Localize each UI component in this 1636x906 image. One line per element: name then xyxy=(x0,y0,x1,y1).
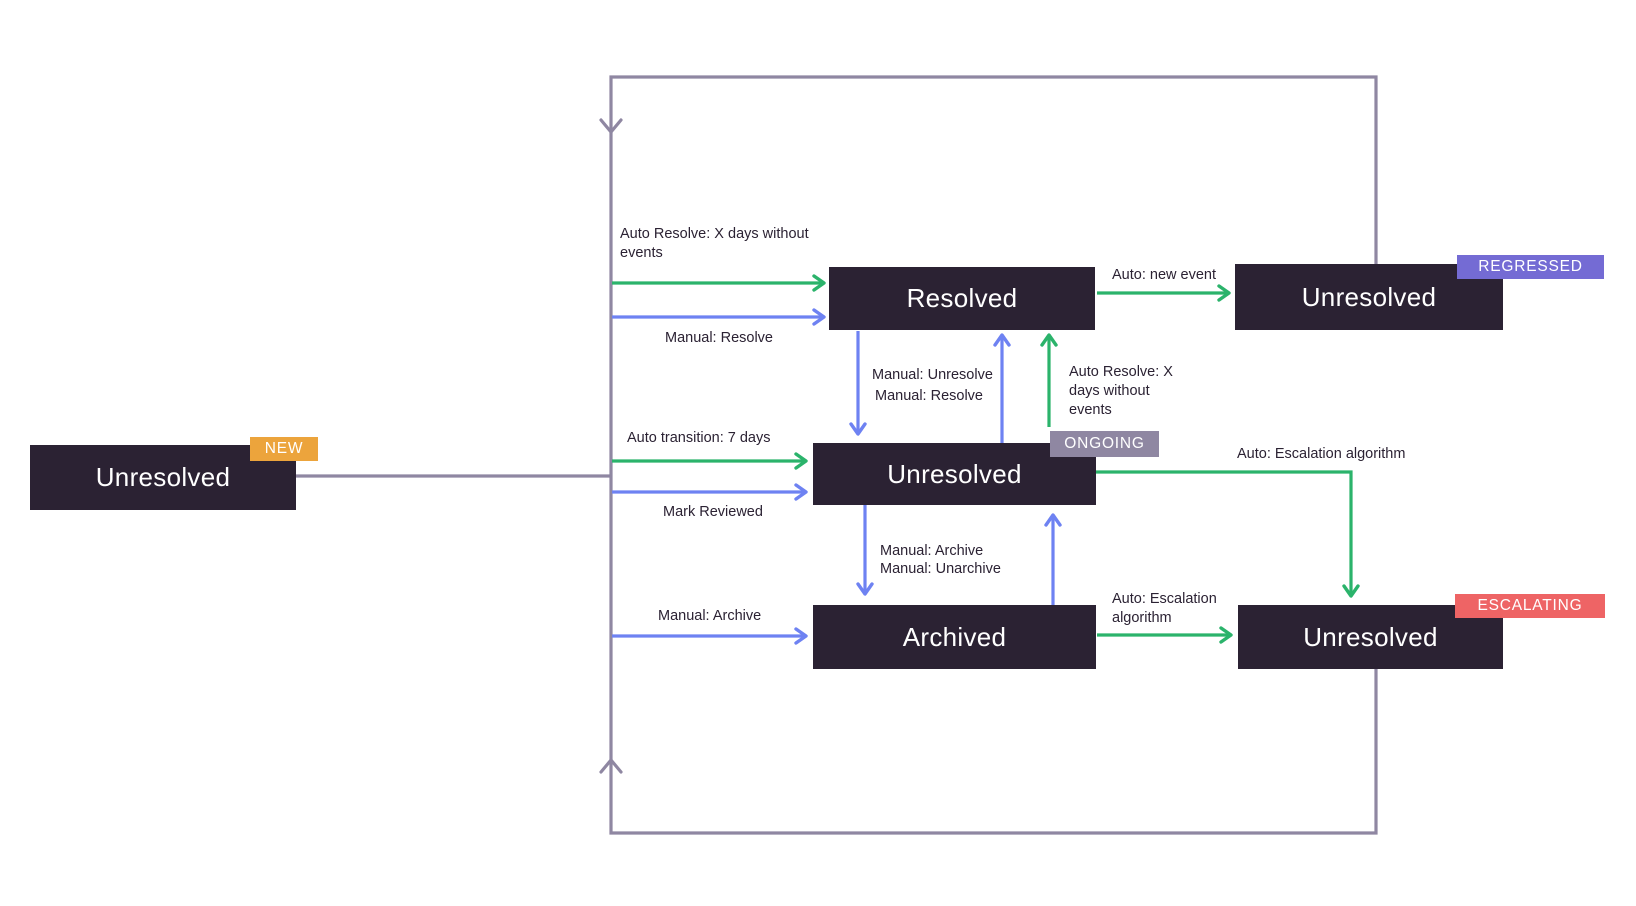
arrow-escalation-ongoing-to-escalating xyxy=(1096,470,1360,598)
edge-label-manual-resolve: Manual: Resolve xyxy=(665,330,773,346)
edge-label-auto-escalation: Auto: Escalation algorithm xyxy=(1112,591,1217,626)
edge-label-manual-unresolve: Manual: Unresolve xyxy=(872,367,993,383)
state-box-unresolved-ongoing: Unresolved xyxy=(813,443,1096,505)
loop-arrow-up-icon xyxy=(599,758,623,774)
edge-label-auto-transition: Auto transition: 7 days xyxy=(627,430,771,446)
state-label: Resolved xyxy=(906,283,1018,313)
auto-transition-arrows xyxy=(612,274,1360,644)
edge-label-mark-reviewed: Mark Reviewed xyxy=(663,504,763,520)
edge-label-auto-new-event: Auto: new event xyxy=(1112,267,1216,283)
state-label: Unresolved xyxy=(95,462,231,492)
status-badge-ongoing: ONGOING xyxy=(1050,431,1159,457)
feedback-loop-line xyxy=(296,75,1378,835)
manual-transition-arrows xyxy=(612,308,1062,645)
edge-label-auto-resolve: Auto Resolve: X days without events xyxy=(1069,364,1173,418)
edge-label-auto-escalation: Auto: Escalation algorithm xyxy=(1237,446,1406,462)
state-label: Unresolved xyxy=(1303,621,1438,652)
state-label: Unresolved xyxy=(1301,281,1437,312)
status-badge-regressed: REGRESSED xyxy=(1457,255,1604,279)
state-label: Archived xyxy=(902,621,1007,652)
edge-label-manual-archive: Manual: Archive xyxy=(880,543,984,559)
state-box-unresolved-new: Unresolved xyxy=(30,445,296,510)
state-label: Unresolved xyxy=(887,458,1022,489)
loop-path xyxy=(609,75,1378,835)
edge-label-manual-archive: Manual: Archive xyxy=(658,608,762,624)
state-box-resolved: Resolved xyxy=(829,267,1095,330)
edge-label-manual-unarchive: Manual: Unarchive xyxy=(880,561,1001,577)
loop-arrow-down-icon xyxy=(599,118,623,134)
status-badge-new: NEW xyxy=(250,437,318,461)
state-box-archived: Archived xyxy=(813,605,1096,669)
status-badge-escalating: ESCALATING xyxy=(1455,594,1605,618)
edge-label-manual-resolve: Manual: Resolve xyxy=(875,388,983,404)
edge-label-auto-resolve: Auto Resolve: X days without events xyxy=(620,226,809,261)
